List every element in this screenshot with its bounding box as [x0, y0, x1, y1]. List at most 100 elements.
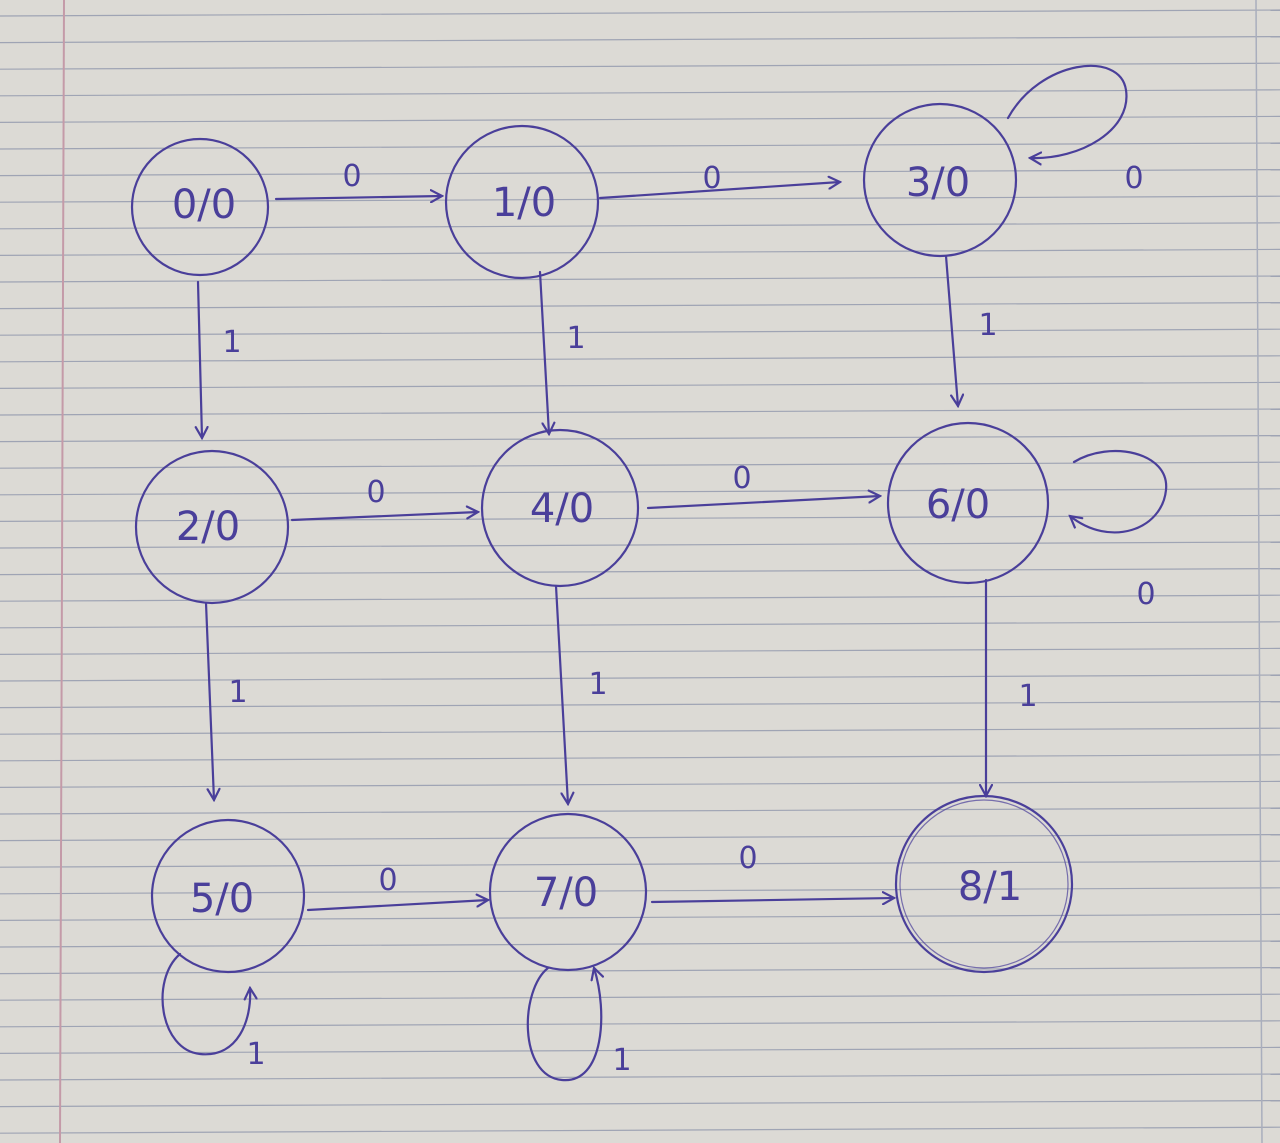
ruled-line: [0, 248, 1280, 256]
ruled-line: [0, 275, 1280, 283]
ruled-line: [0, 36, 1280, 44]
transition-label: 0: [342, 159, 361, 194]
transition-label: 1: [1018, 679, 1037, 714]
ruled-line: [0, 1073, 1280, 1081]
state-circle: [150, 818, 306, 974]
state-5: 5/0: [150, 818, 306, 974]
ruled-line: [0, 833, 1280, 842]
ruled-line: [0, 807, 1280, 815]
ruled-line: [0, 887, 1280, 895]
state-label: 7/0: [534, 870, 598, 916]
state-circle: [130, 137, 270, 277]
transition-label: 0: [366, 475, 385, 510]
state-label: 4/0: [530, 486, 594, 532]
state-circle: [444, 124, 600, 280]
transition-0-to-2: 1: [198, 280, 242, 438]
state-label: 3/0: [906, 160, 970, 206]
transition-3-to-6: 1: [944, 254, 998, 406]
state-circle: [886, 421, 1050, 585]
ruled-line: [0, 302, 1280, 310]
transition-label: 1: [246, 1037, 265, 1072]
transition-label: 1: [228, 675, 247, 710]
ruled-line: [0, 435, 1280, 443]
transition-label: 1: [566, 321, 585, 356]
transition-7-to-8: 0: [650, 841, 894, 902]
ruled-line: [0, 195, 1280, 203]
state-2: 2/0: [134, 449, 290, 605]
state-6: 6/0: [886, 421, 1050, 585]
ruled-line: [0, 647, 1280, 656]
transition-label: 0: [738, 841, 757, 876]
ruled-line: [0, 408, 1280, 416]
self-loop-5: 1: [161, 952, 266, 1072]
transition-4-to-7: 1: [554, 584, 608, 804]
transition-2-to-4: 0: [290, 475, 478, 522]
ruled-line: [0, 1126, 1280, 1134]
state-0: 0/0: [130, 137, 270, 277]
transition-label: 0: [1124, 161, 1143, 196]
ruled-line: [0, 169, 1280, 177]
ruled-line: [0, 381, 1280, 389]
ruled-line: [0, 594, 1280, 602]
ruled-line: [0, 1020, 1280, 1028]
transition-1-to-4: 1: [538, 270, 586, 434]
state-7: 7/0: [488, 812, 648, 972]
transition-5-to-7: 0: [306, 863, 488, 912]
state-label: 6/0: [926, 482, 990, 528]
transition-label: 0: [732, 461, 751, 496]
state-8: 8/1: [894, 794, 1074, 974]
transition-label: 0: [1136, 577, 1155, 612]
ruled-line: [0, 142, 1280, 150]
ruled-line: [0, 541, 1280, 549]
arrow-line: [650, 898, 894, 902]
ruled-line: [0, 62, 1280, 70]
ruled-line: [0, 461, 1280, 469]
ruled-line: [0, 674, 1280, 682]
ruled-line: [0, 993, 1280, 1001]
transition-1-to-3: 0: [598, 161, 840, 200]
state-circle: [894, 794, 1074, 974]
state-label: 0/0: [172, 182, 236, 228]
ruled-line: [0, 222, 1280, 230]
self-loop-6: 0: [1070, 449, 1168, 612]
transition-label: 1: [612, 1043, 631, 1078]
arrow-line: [290, 512, 478, 522]
ruled-line: [0, 9, 1280, 17]
ruled-line: [0, 567, 1280, 576]
transition-label: 1: [978, 308, 997, 343]
arrow-line: [944, 254, 958, 406]
self-loop-7: 1: [526, 968, 632, 1082]
state-label: 8/1: [958, 864, 1022, 910]
transition-label: 0: [378, 863, 397, 898]
state-circle: [862, 102, 1018, 258]
ruled-line: [0, 727, 1280, 735]
margin-line: [59, 0, 65, 1143]
state-3: 3/0: [862, 102, 1018, 258]
state-label: 1/0: [492, 180, 556, 226]
arrow-line: [598, 182, 840, 200]
ruled-line: [0, 966, 1280, 975]
ruled-line: [0, 700, 1280, 709]
arrow-line: [538, 270, 549, 434]
transition-2-to-5: 1: [204, 601, 248, 800]
ruled-line: [0, 1046, 1280, 1055]
transition-label: 0: [702, 161, 721, 196]
state-1: 1/0: [444, 124, 600, 280]
transition-0-to-1: 0: [274, 159, 442, 199]
ruled-line: [0, 355, 1280, 363]
state-circle: [480, 428, 640, 588]
state-diagram: 0 0 1 1 1 0 0 1: [130, 64, 1168, 1082]
state-label: 5/0: [190, 876, 254, 922]
arrow-line: [554, 584, 568, 804]
ruled-line: [0, 328, 1280, 336]
arrow-line: [204, 601, 214, 800]
loop-arc: [1006, 64, 1128, 158]
state-circle: [134, 449, 290, 605]
arrow-line: [646, 496, 880, 510]
transition-label: 1: [222, 325, 241, 360]
self-loop-3: 0: [1006, 64, 1144, 196]
ruled-line: [0, 1099, 1280, 1108]
state-label: 2/0: [176, 504, 240, 550]
arrow-line: [306, 900, 488, 912]
